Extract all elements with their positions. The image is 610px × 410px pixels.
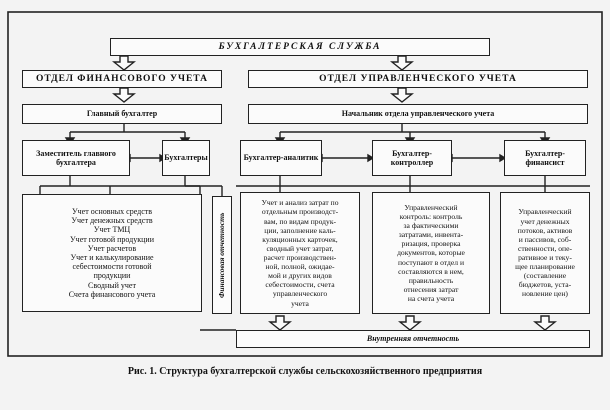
analyst-line: себестоимости, счета xyxy=(265,280,335,290)
financier-line: бюджетов, уста- xyxy=(518,280,572,290)
controller-line: ризация, проверка xyxy=(401,239,461,249)
controller-line: составляются в нем, xyxy=(398,266,464,276)
financier-line: ративное и теку- xyxy=(518,253,572,262)
chief-accountant-box: Главный бухгалтер xyxy=(22,104,222,124)
controller-line: Управленческий xyxy=(404,202,458,212)
analyst-line: вам, по видам продук- xyxy=(263,216,337,226)
fin-list-item: Счета финансового учета xyxy=(68,289,156,299)
financial-accounting-department: ОТДЕЛ ФИНАНСОВОГО УЧЕТА xyxy=(22,70,222,88)
fin-list-item: Учет денежных средств xyxy=(71,216,153,226)
analyst-line: куляционных карточек, xyxy=(262,234,338,244)
controller-line: контроль: контроль xyxy=(399,212,463,221)
analyst-line: расчет производствен- xyxy=(263,253,337,262)
fin-list-item: продукции xyxy=(93,271,131,281)
controller-line: за фактическими xyxy=(403,221,459,231)
financial-reporting-label: Финансовая отчетность xyxy=(216,212,226,298)
analyst-line: ции, заполнение каль- xyxy=(264,225,336,235)
accountants-box: Бухгалтеры xyxy=(162,140,210,176)
financier-line: Управленческий xyxy=(518,207,572,217)
financier-line: потоков, активов xyxy=(517,225,573,235)
controller-line: поступают в отдел и xyxy=(397,257,465,267)
analyst-tasks-box: Учет и анализ затрат по отдельным произв… xyxy=(240,192,360,314)
financier-line: ственности, опе- xyxy=(517,243,573,253)
fin-list-item: себестоимости готовой xyxy=(72,262,152,272)
fin-list-item: Учет готовой продукции xyxy=(70,234,154,244)
controller-line: отнесения затрат xyxy=(403,284,459,294)
controller-line: правильность xyxy=(408,275,454,285)
controller-line: на счета учета xyxy=(407,293,455,303)
financier-line: и пассивов, соб- xyxy=(518,234,572,244)
financial-accounting-tasks-box: Учет основных средств Учет денежных сред… xyxy=(22,194,202,312)
financier-line: (составление xyxy=(523,271,567,281)
fin-list-item: Учет основных средств xyxy=(71,207,153,217)
accounting-service-title: БУХГАЛТЕРСКАЯ СЛУЖБА xyxy=(110,38,490,56)
analyst-box: Бухгалтер-аналитик xyxy=(240,140,322,176)
management-accounting-department: ОТДЕЛ УПРАВЛЕНЧЕСКОГО УЧЕТА xyxy=(248,70,588,88)
fin-list-item: Учет ТМЦ xyxy=(93,225,131,235)
figure-caption: Рис. 1. Структура бухгалтерской службы с… xyxy=(127,366,483,377)
internal-reporting-box: Внутренняя отчетность xyxy=(236,330,590,348)
analyst-line: учета xyxy=(291,298,309,308)
financier-tasks-box: Управленческий учет денежных потоков, ак… xyxy=(500,192,590,314)
financier-box: Бухгалтер-финансист xyxy=(504,140,586,176)
financier-line: щее планирование xyxy=(515,262,575,272)
financier-line: учет денежных xyxy=(520,216,570,226)
management-head-box: Начальник отдела управленческого учета xyxy=(248,104,588,124)
analyst-line: ной, полной, ожидае- xyxy=(265,262,335,272)
fin-list-item: Учет и калькулирование xyxy=(70,253,154,262)
analyst-line: мой и других видов xyxy=(268,271,332,281)
deputy-chief-accountant-box: Заместитель главного бухгалтера xyxy=(22,140,130,176)
analyst-line: сводный учет затрат, xyxy=(266,243,334,253)
controller-line: затратами, инвента- xyxy=(398,230,464,240)
analyst-line: управленческого xyxy=(272,289,328,299)
analyst-line: Учет и анализ затрат по xyxy=(261,198,339,208)
fin-list-item: Сводный учет xyxy=(88,280,136,290)
controller-tasks-box: Управленческий контроль: контроль за фак… xyxy=(372,192,490,314)
fin-list-item: Учет расчетов xyxy=(87,243,137,253)
controller-box: Бухгалтер-контроллер xyxy=(372,140,452,176)
financier-line: новление цен) xyxy=(522,289,568,299)
controller-line: документов, которые xyxy=(397,248,465,258)
financial-reporting-box: Финансовая отчетность xyxy=(212,196,232,314)
analyst-line: отдельным производст- xyxy=(261,207,339,217)
